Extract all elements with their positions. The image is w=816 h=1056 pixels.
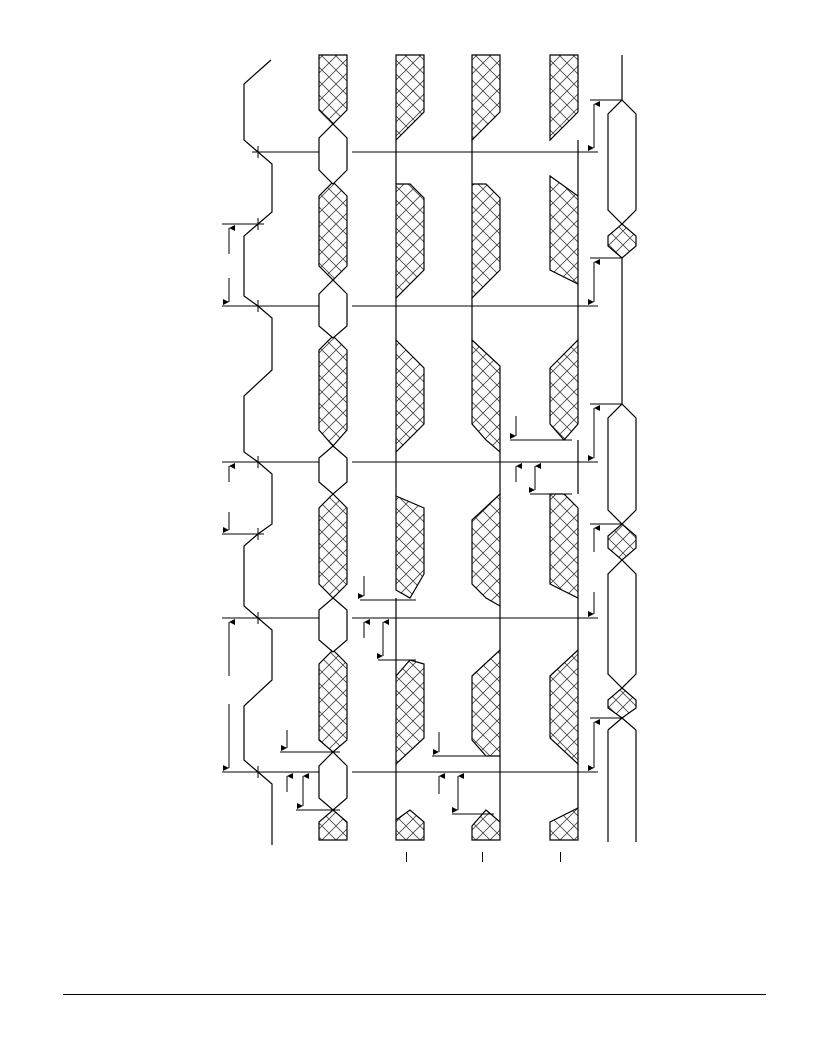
data-bus-3-waveform [549,54,579,841]
bottom-tick-2 [482,852,483,862]
bottom-tick-1 [406,852,407,862]
address-bus-waveform [318,54,348,841]
bottom-tick-3 [560,852,561,862]
data-bus-2-waveform [471,54,501,841]
strobe-waveform [607,55,637,842]
data-bus-1-waveform [395,54,425,841]
reference-lines [222,99,622,815]
clock-waveform [243,59,273,845]
footer-rule [63,994,766,995]
timing-arrows [223,101,600,813]
